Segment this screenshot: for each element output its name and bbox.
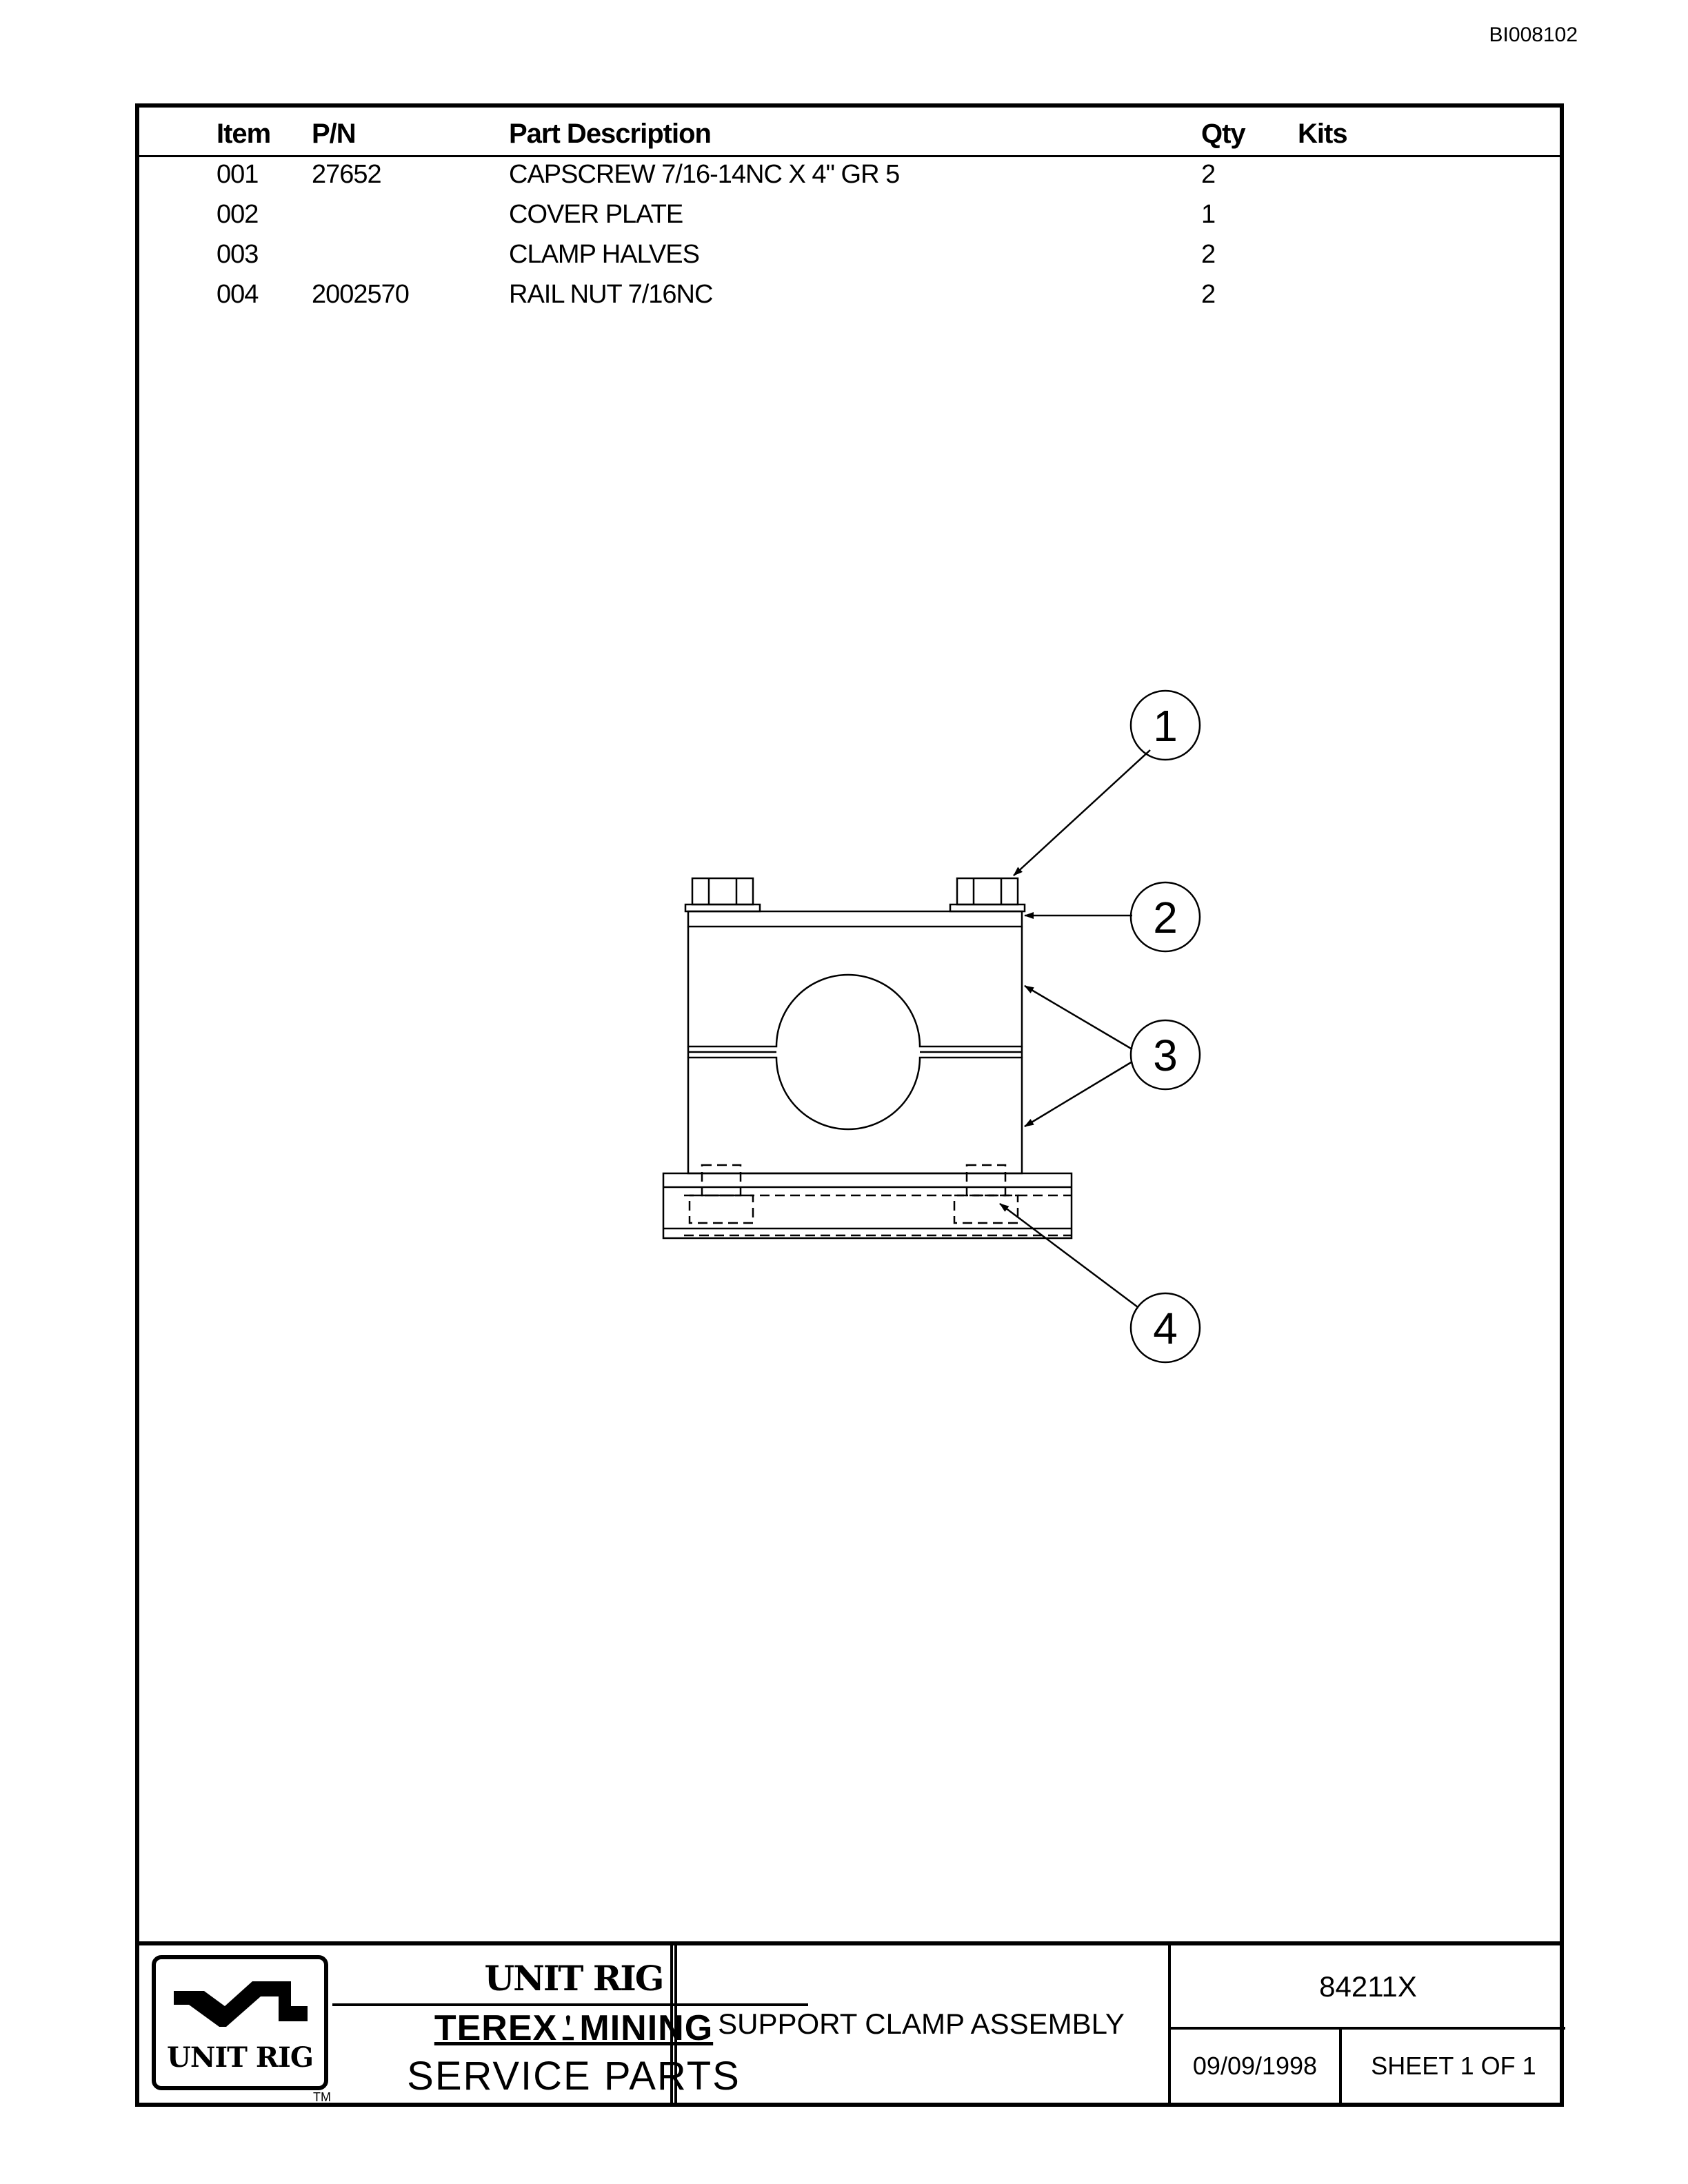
divider — [670, 1945, 673, 2103]
row-qty: 2 — [1201, 240, 1216, 269]
brand-terex-mining: TEREX⍘MINING — [434, 2008, 714, 2048]
document-id: BI008102 — [1489, 23, 1578, 46]
callout-balloon-1 — [1129, 689, 1201, 761]
row-qty: 2 — [1201, 160, 1216, 189]
parts-table-header: Item P/N Part Description Qty Kits — [139, 108, 1560, 157]
row-item: 002 — [217, 200, 259, 229]
table-row: 004 2002570 RAIL NUT 7/16NC 2 — [139, 280, 1560, 320]
header-item: Item — [217, 119, 271, 149]
leader-1 — [1013, 749, 1151, 876]
divider — [674, 1945, 677, 2103]
callout-balloon-2 — [1129, 881, 1201, 953]
header-qty: Qty — [1201, 119, 1246, 149]
row-pn: 2002570 — [312, 280, 410, 309]
callout-3: 3 — [1153, 1031, 1178, 1080]
brand-unit-rig: UNIT RIG — [484, 1958, 665, 1999]
trademark: TM — [313, 2090, 331, 2104]
drawing-frame: Item P/N Part Description Qty Kits 001 2… — [135, 103, 1565, 2107]
logo-text: UNIT RIG — [167, 2041, 314, 2074]
divider — [1168, 1945, 1171, 2103]
leader-3b — [1024, 1060, 1133, 1128]
header-description: Part Description — [509, 119, 712, 149]
capscrew-right — [949, 877, 1026, 913]
table-row: 003 CLAMP HALVES 2 — [139, 240, 1560, 280]
divider — [1339, 2027, 1342, 2103]
callout-4: 4 — [1153, 1304, 1178, 1353]
drawing-title: SUPPORT CLAMP ASSEMBLY — [718, 2008, 1125, 2040]
callout-balloon-3 — [1129, 1019, 1201, 1091]
rail — [662, 1172, 1073, 1240]
row-description: COVER PLATE — [509, 200, 683, 229]
leader-4 — [999, 1203, 1138, 1308]
support-clamp-diagram: 1 2 3 4 — [662, 689, 1201, 1364]
clamp-half-lower — [687, 1056, 1023, 1175]
divider — [1171, 2027, 1565, 2030]
table-row: 002 COVER PLATE 1 — [139, 200, 1560, 240]
part-number: 84211X — [1319, 1970, 1417, 2003]
row-description: RAIL NUT 7/16NC — [509, 280, 713, 309]
clamp-half-upper — [687, 927, 1023, 1048]
row-item: 001 — [217, 160, 259, 189]
unit-rig-logo: UNIT RIG — [152, 1955, 328, 2090]
unit-rig-logo-mark-icon — [174, 1981, 308, 2027]
leader-3a — [1024, 984, 1133, 1051]
row-description: CLAMP HALVES — [509, 240, 700, 269]
table-row: 001 27652 CAPSCREW 7/16-14NC X 4" GR 5 2 — [139, 160, 1560, 200]
capscrew-left — [684, 877, 761, 913]
cover-plate — [687, 910, 1023, 928]
row-qty: 1 — [1201, 200, 1216, 229]
row-pn: 27652 — [312, 160, 382, 189]
brand-service-parts: SERVICE PARTS — [407, 2054, 741, 2099]
row-item: 003 — [217, 240, 259, 269]
row-qty: 2 — [1201, 280, 1216, 309]
sheet-number: SHEET 1 OF 1 — [1371, 2052, 1536, 2080]
callout-1: 1 — [1153, 701, 1178, 751]
row-description: CAPSCREW 7/16-14NC X 4" GR 5 — [509, 160, 900, 189]
row-item: 004 — [217, 280, 259, 309]
title-block: UNIT RIG TM UNIT RIG TEREX⍘MINING SERVIC… — [139, 1941, 1565, 2104]
callout-2: 2 — [1153, 893, 1178, 942]
callout-balloon-4 — [1129, 1292, 1201, 1364]
drawing-date: 09/09/1998 — [1192, 2052, 1318, 2080]
header-pn: P/N — [312, 119, 356, 149]
brand-rule — [332, 2003, 808, 2006]
header-kits: Kits — [1298, 119, 1348, 149]
rail-nut-hidden — [684, 1164, 1072, 1237]
